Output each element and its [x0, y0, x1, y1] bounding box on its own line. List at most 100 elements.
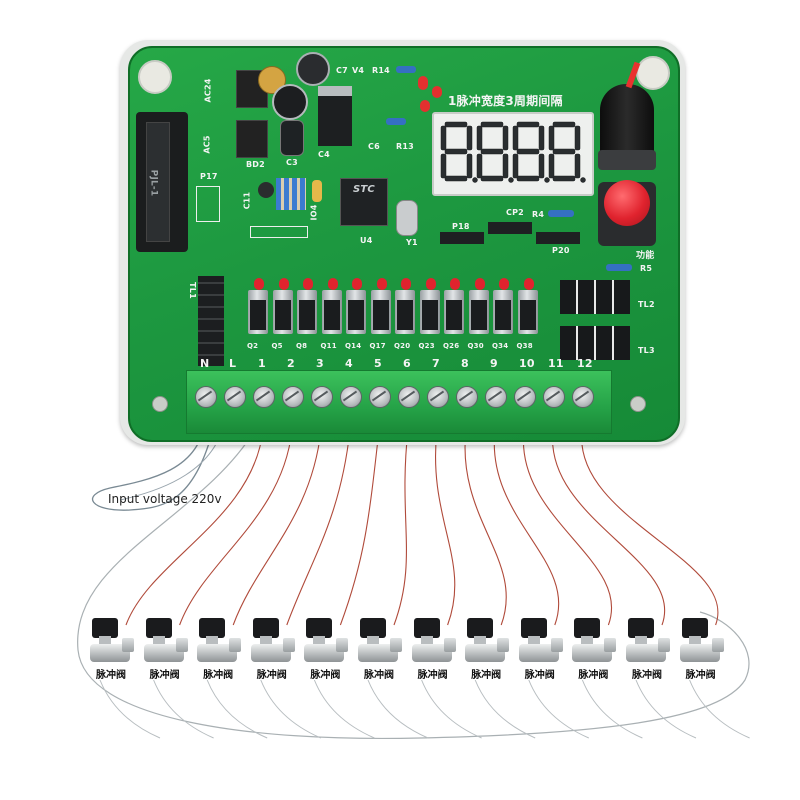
terminal-screw[interactable] — [340, 386, 362, 408]
transistor-body — [495, 300, 511, 330]
valve-label: 脉冲阀 — [471, 670, 502, 681]
valve-stem — [635, 636, 647, 646]
valve-body — [304, 644, 345, 662]
terminal-screw[interactable] — [543, 386, 565, 408]
transistor-led — [401, 278, 411, 290]
valve-label: 脉冲阀 — [96, 670, 126, 681]
valve-stem — [313, 636, 326, 646]
input-wire — [91, 419, 211, 511]
terminal-screw[interactable] — [514, 386, 536, 408]
terminal-screw[interactable] — [282, 386, 304, 408]
valve-wire — [522, 429, 612, 626]
transistor-label: Q20 — [394, 342, 411, 350]
transistor-body — [274, 300, 291, 330]
terminal-label: 4 — [345, 357, 353, 370]
valve-return-wire — [689, 679, 750, 739]
terminal-label: 5 — [374, 357, 382, 370]
input-voltage-label: Input voltage 220v — [108, 492, 222, 506]
segment — [444, 121, 468, 128]
resistor-blue-2 — [386, 118, 406, 125]
silk-c4: C4 — [318, 150, 330, 159]
segment — [516, 121, 540, 128]
display-digits — [440, 121, 586, 183]
silk-c11: C11 — [242, 191, 252, 210]
valve-stem — [581, 636, 594, 646]
terminal-label: 11 — [548, 357, 564, 370]
valve-body — [626, 644, 666, 662]
terminal-screw[interactable] — [253, 386, 275, 408]
terminal-screw[interactable] — [311, 386, 333, 408]
silk-r13: R13 — [396, 142, 414, 151]
silk-tl1: TL1 — [187, 282, 197, 299]
valve-coil — [360, 618, 386, 638]
segment — [466, 125, 473, 151]
transistor-led — [327, 278, 338, 290]
terminal-screw[interactable] — [572, 386, 594, 408]
resistor-r4 — [548, 210, 574, 217]
valve-stem — [152, 636, 165, 646]
valve-label: 脉冲阀 — [524, 670, 555, 681]
terminal-screw[interactable] — [369, 386, 391, 408]
resistor-r5 — [606, 264, 632, 271]
valve-stem — [99, 636, 111, 646]
transformer-block-2 — [236, 120, 268, 158]
chip-brand: STC — [353, 184, 375, 195]
transistor-label: Q38 — [516, 342, 533, 350]
knob-base — [598, 150, 656, 170]
valve-wire — [232, 429, 322, 626]
silk-ac24: AC24 — [203, 78, 213, 103]
valve-wire — [339, 429, 380, 626]
terminal-label: 8 — [461, 357, 469, 370]
terminal-label: 7 — [432, 357, 440, 370]
valve-port — [122, 638, 134, 652]
resistor-array — [276, 178, 306, 210]
segment — [480, 175, 504, 182]
p18-header — [440, 232, 484, 244]
segment — [512, 153, 519, 179]
transistor-label: Q14 — [345, 342, 362, 350]
valve-wires — [99, 429, 750, 739]
tl1-header — [198, 276, 224, 366]
silk-tl3: TL3 — [638, 346, 655, 355]
transistor-led — [499, 278, 509, 290]
segment — [574, 125, 581, 151]
segment — [548, 153, 555, 179]
segment — [538, 125, 545, 151]
segment — [548, 125, 555, 151]
valve-body — [197, 644, 238, 662]
valve-return-wire — [153, 679, 214, 739]
segment — [444, 175, 468, 182]
p20-header — [536, 232, 580, 244]
valve-label: 脉冲阀 — [149, 670, 180, 681]
function-button-cap[interactable] — [604, 180, 650, 226]
terminal-screw[interactable] — [398, 386, 420, 408]
transistor-led — [450, 278, 460, 290]
silk-c3: C3 — [286, 158, 298, 167]
valve-stem — [259, 636, 272, 646]
terminal-screw[interactable] — [427, 386, 449, 408]
valve-coil — [520, 618, 547, 638]
screw-bottom-left — [152, 396, 168, 412]
segment — [516, 148, 540, 155]
valve-port — [497, 638, 510, 652]
transistor-label: Q2 — [247, 342, 259, 350]
segment — [502, 153, 509, 179]
transistor-led — [474, 278, 485, 290]
terminal-label: 12 — [577, 357, 593, 370]
segment — [476, 153, 483, 179]
decimal-point — [580, 177, 586, 183]
terminal-screw[interactable] — [456, 386, 478, 408]
silk-u4: U4 — [360, 236, 373, 245]
terminal-screw[interactable] — [224, 386, 246, 408]
terminal-screw[interactable] — [195, 386, 217, 408]
valve-label: 脉冲阀 — [685, 670, 716, 681]
valve-coil — [574, 618, 601, 638]
terminal-label: N — [200, 357, 210, 370]
segment — [440, 153, 447, 179]
valve-wire — [493, 429, 560, 626]
valve-return-wire — [99, 679, 161, 739]
valve-coil — [467, 618, 494, 638]
terminal-screw[interactable] — [485, 386, 507, 408]
mcu-chip — [340, 178, 388, 226]
valve-label: 脉冲阀 — [203, 670, 234, 681]
